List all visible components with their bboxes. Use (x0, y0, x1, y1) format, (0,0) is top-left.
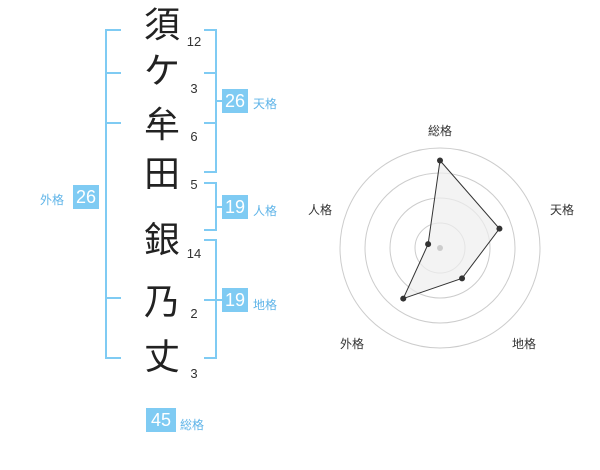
jinkaku-value: 19 (222, 195, 248, 219)
radar-label-chikaku: 地格 (511, 337, 536, 351)
name-char-2: ケ (143, 51, 180, 92)
name-char-4: 田 (143, 154, 180, 195)
stroke-count-6: 2 (190, 306, 198, 321)
gaikaku-value: 26 (73, 185, 99, 209)
name-char-7: 丈 (143, 337, 180, 378)
radar-label-gaikaku: 外格 (339, 337, 364, 351)
stroke-count-5: 14 (186, 246, 202, 261)
stroke-count-3: 6 (190, 129, 198, 144)
gaikaku-bracket (105, 29, 121, 359)
radar-label-soukaku: 総格 (427, 124, 452, 138)
chikaku-value: 19 (222, 288, 248, 312)
chikaku-label: 地格 (253, 298, 278, 312)
radar-point-1 (496, 225, 503, 232)
tenkaku-label: 天格 (253, 97, 278, 111)
stroke-count-7: 3 (190, 366, 198, 381)
jinkaku-label: 人格 (253, 204, 278, 218)
radar-point-3 (400, 295, 407, 302)
gaikaku-label: 外格 (40, 193, 65, 207)
radar-label-tenkaku: 天格 (549, 203, 574, 217)
radar-polygon (402, 159, 501, 300)
radar-grid-ring-4 (339, 147, 541, 349)
tenkaku-value: 26 (222, 89, 248, 113)
gaikaku-bracket-ticks (106, 72, 121, 299)
stroke-count-4: 5 (190, 177, 198, 192)
radar-label-jinkaku: 人格 (307, 203, 332, 217)
stroke-count-2: 3 (190, 81, 198, 96)
radar-point-4 (425, 241, 432, 248)
soukaku-value: 45 (146, 408, 176, 432)
radar-center-point (437, 245, 443, 251)
radar-point-2 (459, 275, 466, 282)
stroke-count-1: 12 (186, 34, 202, 49)
name-char-3: 牟 (143, 105, 180, 146)
name-char-5: 銀 (143, 220, 180, 261)
soukaku-label: 総格 (180, 418, 205, 432)
name-char-6: 乃 (143, 282, 180, 323)
radar-point-0 (437, 157, 443, 164)
jinkaku-bracket (204, 182, 222, 231)
name-char-1: 須 (143, 5, 180, 46)
tenkaku-bracket-tick (204, 72, 222, 124)
